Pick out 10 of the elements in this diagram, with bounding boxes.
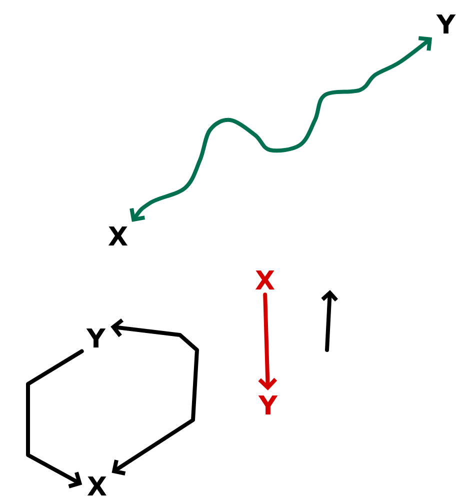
- letter-label: Y: [436, 14, 456, 34]
- arrow: [110, 318, 199, 476]
- letter-label: Y: [86, 328, 106, 348]
- letter-label: Y: [258, 396, 278, 414]
- arrow: [258, 292, 278, 390]
- letter-label: X: [108, 226, 128, 246]
- letter-label: X: [255, 270, 274, 290]
- letter-label: X: [87, 476, 106, 496]
- arrow: [26, 349, 84, 488]
- arrow: [130, 36, 432, 222]
